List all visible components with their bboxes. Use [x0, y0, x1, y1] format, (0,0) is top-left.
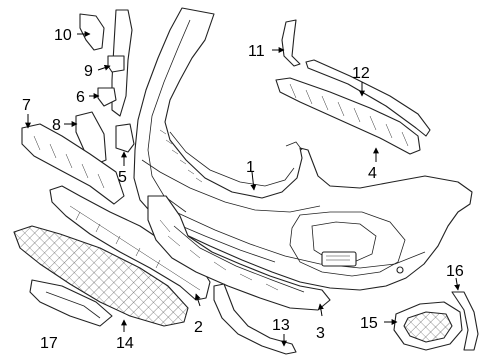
callout-9: 9	[84, 63, 93, 80]
plate-bracket-part	[29, 279, 113, 327]
callout-2: 2	[194, 319, 203, 336]
callout-15: 15	[360, 315, 378, 332]
callout-7: 7	[22, 97, 31, 114]
callout-14: 14	[116, 335, 134, 352]
upper-trim-part	[275, 59, 431, 155]
lower-chrome-strip-part	[213, 283, 297, 355]
lower-spoiler-part	[49, 185, 211, 301]
callout-6: 6	[76, 89, 85, 106]
small-bracket-parts	[75, 9, 301, 165]
callout-12: 12	[352, 65, 370, 82]
callout-11: 11	[248, 43, 265, 60]
callout-3: 3	[316, 325, 325, 342]
callout-8: 8	[52, 117, 61, 134]
callout-5: 5	[118, 169, 127, 186]
callout-16: 16	[446, 263, 464, 280]
lower-grille-part	[13, 225, 189, 327]
callout-17: 17	[40, 335, 58, 352]
fog-bezel-part	[393, 301, 463, 351]
callout-10: 10	[54, 27, 72, 44]
callout-4: 4	[368, 165, 377, 182]
bumper-cover-part	[133, 7, 473, 291]
callout-labels: 1 2 3 4 5 6 7 8 9 10 11 12 13 14 15 16 1…	[22, 27, 464, 352]
callout-13: 13	[272, 317, 290, 334]
callout-1: 1	[246, 159, 255, 176]
side-trim-part	[451, 291, 479, 351]
left-support-part	[21, 123, 125, 205]
lower-molding-part	[147, 195, 331, 311]
leader-lines	[25, 31, 461, 347]
